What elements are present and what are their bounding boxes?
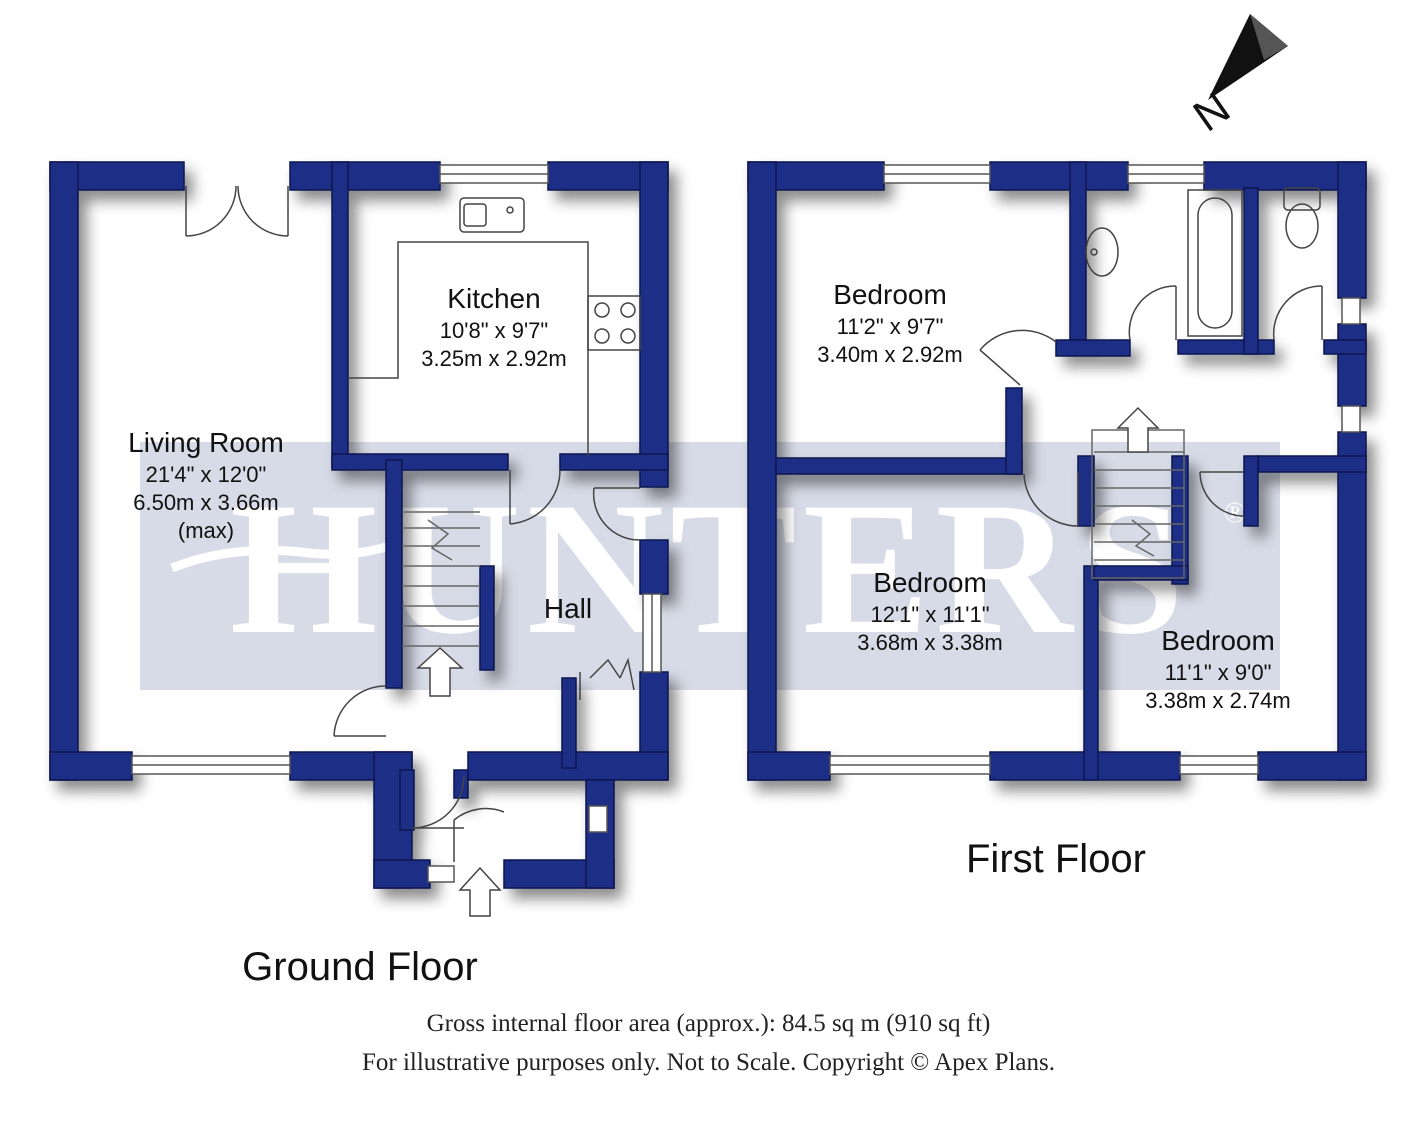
- direction-arrows: [416, 406, 1160, 917]
- floor-area-text: Gross internal floor area (approx.): 84.…: [426, 1010, 991, 1037]
- hall-name: Hall: [544, 593, 592, 624]
- north-arrow-icon: [1208, 14, 1288, 100]
- kitchen-metric: 3.25m x 2.92m: [421, 346, 567, 371]
- bedroom-1-metric: 3.40m x 2.92m: [817, 342, 963, 367]
- bedroom-1-label: Bedroom 11'2" x 9'7" 3.40m x 2.92m: [817, 279, 963, 367]
- living-room-label: Living Room 21'4" x 12'0" 6.50m x 3.66m …: [128, 427, 284, 543]
- bedroom-3-label: Bedroom 11'1" x 9'0" 3.38m x 2.74m: [1145, 625, 1291, 713]
- bedroom-2-name: Bedroom: [873, 567, 987, 598]
- living-room-note: (max): [178, 518, 234, 543]
- first-floor-title: First Floor: [966, 837, 1146, 881]
- bedroom-1-name: Bedroom: [833, 279, 947, 310]
- bedroom-3-metric: 3.38m x 2.74m: [1145, 688, 1291, 713]
- fixtures: [185, 185, 1323, 862]
- kitchen-imperial: 10'8" x 9'7": [440, 318, 548, 343]
- ground-floor-title: Ground Floor: [242, 945, 478, 989]
- watermark-swoosh: [170, 535, 407, 573]
- bedroom-1-imperial: 11'2" x 9'7": [837, 314, 944, 339]
- stair-up-arrow-first: [1116, 406, 1160, 453]
- stair-up-arrow-ground: [416, 646, 464, 697]
- watermark-registered-mark: ®: [1224, 496, 1247, 529]
- compass-letter: N: [1185, 83, 1239, 141]
- north-compass: N: [1185, 14, 1288, 141]
- bedroom-3-imperial: 11'1" x 9'0": [1165, 660, 1272, 685]
- bedroom-3-name: Bedroom: [1161, 625, 1275, 656]
- disclaimer-text: For illustrative purposes only. Not to S…: [361, 1049, 1056, 1076]
- bedroom-2-label: Bedroom 12'1" x 11'1" 3.68m x 3.38m: [857, 567, 1003, 655]
- living-room-imperial: 21'4" x 12'0": [146, 462, 267, 487]
- watermark-brand: HUNTERS: [230, 464, 1191, 674]
- living-room-name: Living Room: [128, 427, 284, 458]
- ground-stairs: [402, 511, 480, 647]
- ground-floor-walls: [49, 161, 669, 889]
- entrance-arrow: [458, 866, 502, 917]
- kitchen-name: Kitchen: [447, 283, 540, 314]
- bedroom-2-metric: 3.68m x 3.38m: [857, 630, 1003, 655]
- bedroom-2-imperial: 12'1" x 11'1": [870, 602, 989, 627]
- windows: [131, 164, 1361, 883]
- kitchen-label: Kitchen 10'8" x 9'7" 3.25m x 2.92m: [421, 283, 567, 371]
- living-room-metric: 6.50m x 3.66m: [133, 490, 279, 515]
